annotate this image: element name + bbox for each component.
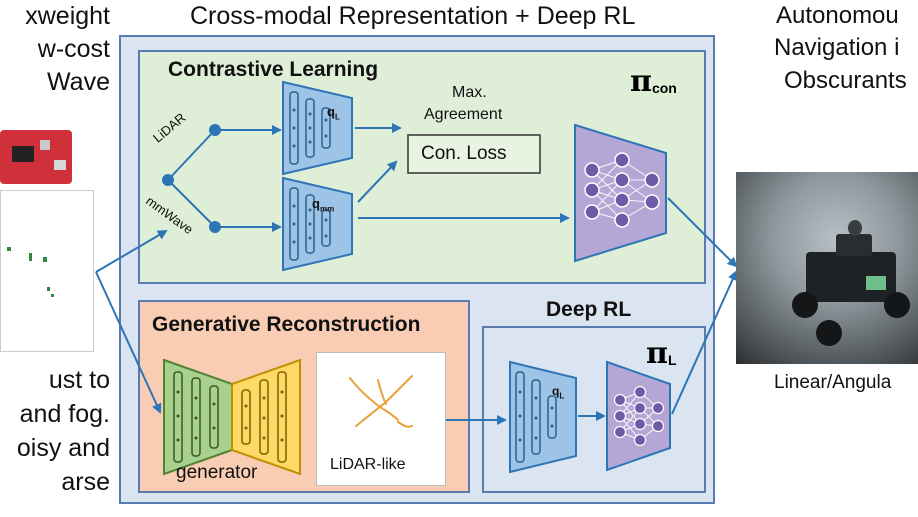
contrastive-loss-label: Con. Loss — [421, 143, 507, 164]
contrastive-learning-title: Contrastive Learning — [168, 58, 379, 81]
deep-rl-title: Deep RL — [546, 298, 632, 321]
lidar-node — [209, 124, 221, 136]
mmwave-node — [209, 221, 221, 233]
policy-con-label: πcon — [630, 64, 677, 99]
q-mmwave-label: qmm — [312, 196, 335, 214]
lidar-encoder-icon — [282, 80, 353, 176]
max-agreement-line-1: Max. — [452, 84, 487, 101]
right-description: Autonomou Navigation i Obscurants Linear… — [722, 0, 918, 517]
policy-l-network-icon — [606, 360, 671, 472]
q-rl-label: qL — [552, 384, 565, 401]
left-text-line-2: w-cost — [37, 35, 110, 63]
input-branch — [167, 125, 282, 232]
lidar-like-scan-icon — [349, 375, 413, 428]
contrastive-arrows — [355, 123, 570, 223]
policy-l-label: πL — [646, 336, 677, 371]
contrastive-loss-box — [407, 134, 541, 174]
rl-encoder-icon — [509, 360, 577, 474]
generative-reconstruction-title: Generative Reconstruction — [152, 313, 421, 336]
output-arrows — [667, 197, 738, 415]
left-text-line-4: ust to — [48, 366, 110, 394]
left-text-line-7: arse — [61, 468, 110, 496]
split-node — [162, 174, 174, 186]
max-agreement-line-2: Agreement — [424, 106, 503, 123]
diagram-title: Cross-modal Representation + Deep RL — [190, 2, 636, 30]
left-text-line-6: oisy and — [16, 434, 110, 462]
left-text-line-3: Wave — [47, 68, 110, 96]
left-description: xweight w-cost Wave ust to and fog. oisy… — [0, 0, 118, 517]
generator-network-icon — [163, 358, 301, 476]
input-arrows — [95, 229, 168, 414]
robot-in-smoke-image — [736, 172, 918, 364]
lidar-like-label: LiDAR-like — [330, 456, 406, 473]
right-text-line-3: Obscurants — [784, 67, 907, 94]
mmwave-encoder-icon — [282, 176, 353, 272]
mmwave-sensor-board-image — [0, 130, 72, 184]
mmwave-pointcloud-image — [0, 190, 94, 352]
right-text-line-1: Autonomou — [776, 2, 899, 29]
lidar-like-image — [316, 352, 446, 486]
q-lidar-label: qL — [327, 104, 340, 122]
generator-label: generator — [176, 462, 258, 483]
output-action-label: Linear/Angula — [774, 372, 892, 393]
left-text-line-5: and fog. — [19, 400, 110, 428]
left-text-line-1: xweight — [25, 2, 110, 30]
right-text-line-2: Navigation i — [774, 34, 900, 61]
policy-con-network-icon — [574, 123, 667, 263]
